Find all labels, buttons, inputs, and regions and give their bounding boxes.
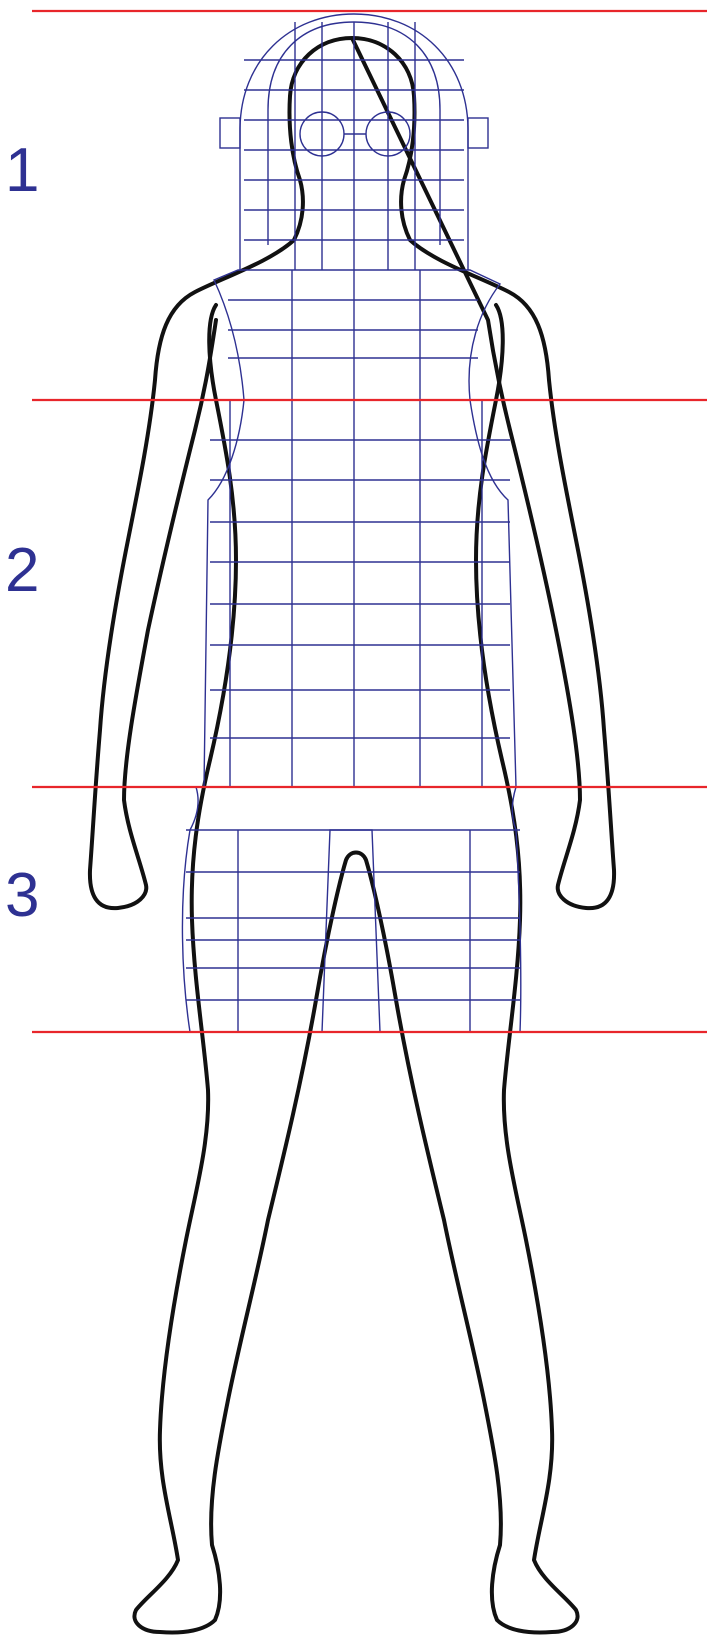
upper-torso-panel bbox=[214, 270, 500, 400]
human-body-outline bbox=[90, 38, 614, 1633]
section-label-1: 1 bbox=[5, 140, 39, 202]
left-torso-leg-outline bbox=[134, 305, 577, 1633]
section-label-3: 3 bbox=[5, 865, 39, 927]
section-label-2: 2 bbox=[5, 540, 39, 602]
mid-torso-panel bbox=[204, 400, 516, 787]
head-torso-arms-outline bbox=[90, 38, 614, 908]
